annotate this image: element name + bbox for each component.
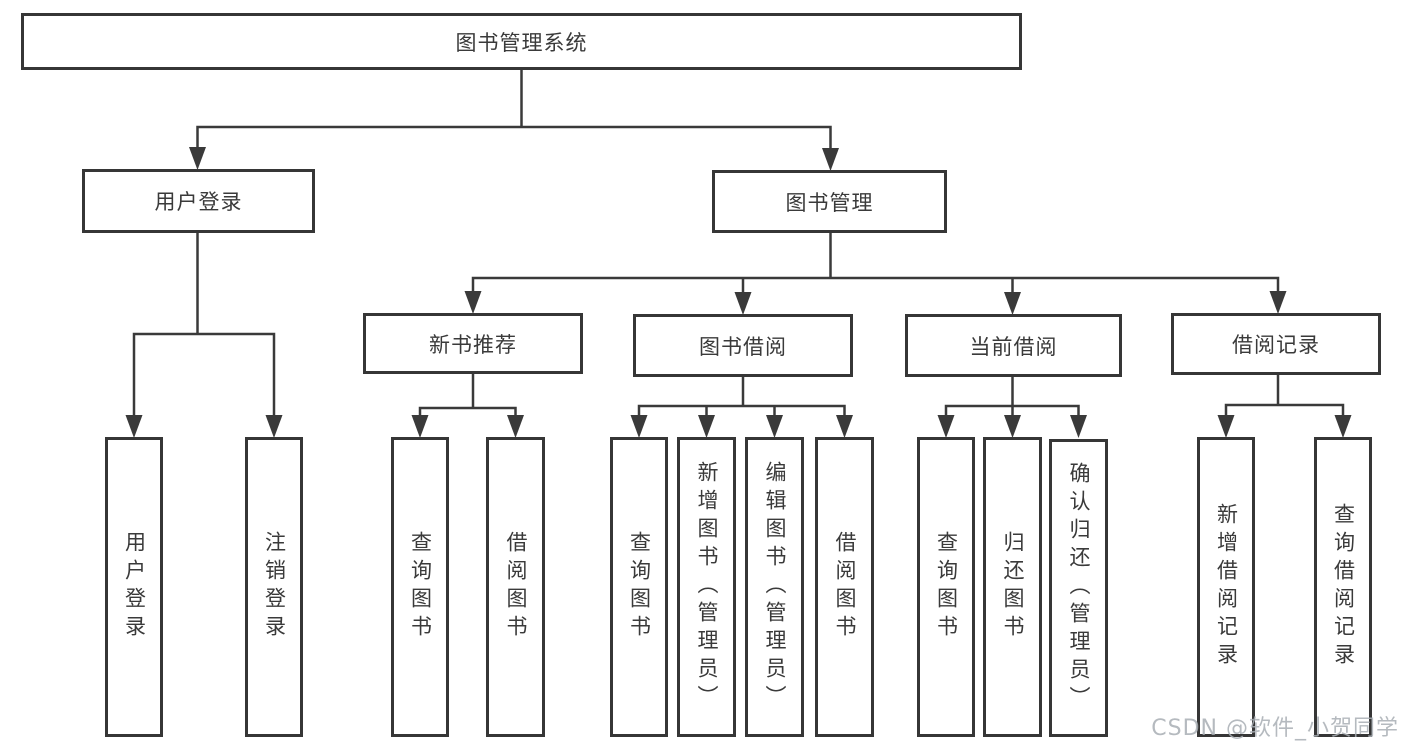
leaf-query-books-current: 查询图书 bbox=[917, 437, 975, 737]
leaf-label: 查询图书 bbox=[408, 531, 433, 643]
node-current-borrow: 当前借阅 bbox=[905, 314, 1122, 377]
node-book-borrow: 图书借阅 bbox=[633, 314, 853, 377]
leaf-query-books-recommend: 查询图书 bbox=[391, 437, 449, 737]
leaf-label: 用户登录 bbox=[122, 531, 147, 643]
leaf-return-books: 归还图书 bbox=[983, 437, 1042, 737]
node-root: 图书管理系统 bbox=[21, 13, 1022, 70]
leaf-user-login: 用户登录 bbox=[105, 437, 163, 737]
leaf-query-borrow-record: 查询借阅记录 bbox=[1314, 437, 1372, 737]
leaf-label: 新增图书（管理员） bbox=[695, 461, 719, 713]
leaf-borrow-books-recommend: 借阅图书 bbox=[486, 437, 545, 737]
leaf-add-books-admin: 新增图书（管理员） bbox=[677, 437, 736, 737]
leaf-logout: 注销登录 bbox=[245, 437, 303, 737]
node-borrow-records: 借阅记录 bbox=[1171, 313, 1381, 375]
leaf-label: 借阅图书 bbox=[833, 531, 857, 643]
leaf-label: 新增借阅记录 bbox=[1214, 503, 1239, 671]
leaf-label: 归还图书 bbox=[1001, 531, 1025, 643]
watermark: CSDN @软件_小贺同学 bbox=[1151, 716, 1399, 741]
node-new-book-recommend: 新书推荐 bbox=[363, 313, 583, 374]
leaf-edit-books-admin: 编辑图书（管理员） bbox=[745, 437, 804, 737]
arrowheads bbox=[125, 147, 1352, 438]
leaf-label: 查询图书 bbox=[934, 531, 959, 643]
leaf-label: 借阅图书 bbox=[504, 531, 528, 643]
leaf-label: 编辑图书（管理员） bbox=[763, 461, 787, 713]
tree-edges bbox=[132, 67, 1345, 419]
leaf-label: 确认归还（管理员） bbox=[1067, 462, 1091, 714]
node-user-login: 用户登录 bbox=[82, 169, 315, 233]
leaf-confirm-return-admin: 确认归还（管理员） bbox=[1049, 439, 1108, 737]
leaf-borrow-books: 借阅图书 bbox=[815, 437, 874, 737]
leaf-label: 注销登录 bbox=[262, 531, 287, 643]
leaf-add-borrow-record: 新增借阅记录 bbox=[1197, 437, 1255, 737]
leaf-query-books-borrow: 查询图书 bbox=[610, 437, 668, 737]
leaf-label: 查询图书 bbox=[627, 531, 652, 643]
leaf-label: 查询借阅记录 bbox=[1331, 503, 1356, 671]
node-book-management: 图书管理 bbox=[712, 170, 947, 233]
